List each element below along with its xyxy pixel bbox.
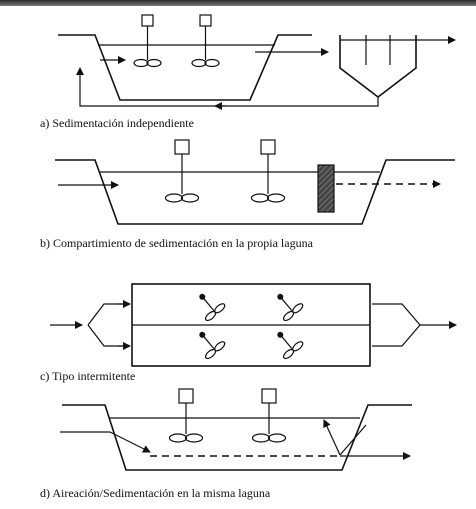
diagram-c-intermittent: c) Tipo intermitente — [40, 283, 457, 383]
aerator-icon — [133, 14, 162, 68]
window-top-border — [0, 0, 476, 6]
diagram-a-independent-sedimentation: a) Sedimentación independiente — [40, 14, 456, 130]
aerator-icon — [168, 388, 204, 443]
diagram-b-sedimentation-compartment: b) Compartimiento de sedimentación en la… — [40, 139, 455, 250]
mixer-icon — [277, 331, 304, 360]
aerator-icon — [251, 388, 287, 443]
diagram-d-aeration-sedimentation-same-lagoon: d) Aireación/Sedimentación en la misma l… — [40, 388, 412, 500]
settling-tank-icon — [339, 35, 456, 99]
mixer-icon — [277, 293, 304, 322]
caption-c: c) Tipo intermitente — [40, 369, 135, 383]
caption-b: b) Compartimiento de sedimentación en la… — [40, 236, 314, 250]
caption-d: d) Aireación/Sedimentación en la misma l… — [40, 486, 271, 500]
aerator-icon — [250, 139, 286, 203]
baffle-wall — [317, 164, 335, 213]
mixer-icon — [199, 293, 226, 322]
caption-a: a) Sedimentación independiente — [40, 116, 194, 130]
aerator-icon — [164, 139, 200, 203]
aerator-icon — [191, 14, 220, 68]
mixer-icon — [199, 331, 226, 360]
